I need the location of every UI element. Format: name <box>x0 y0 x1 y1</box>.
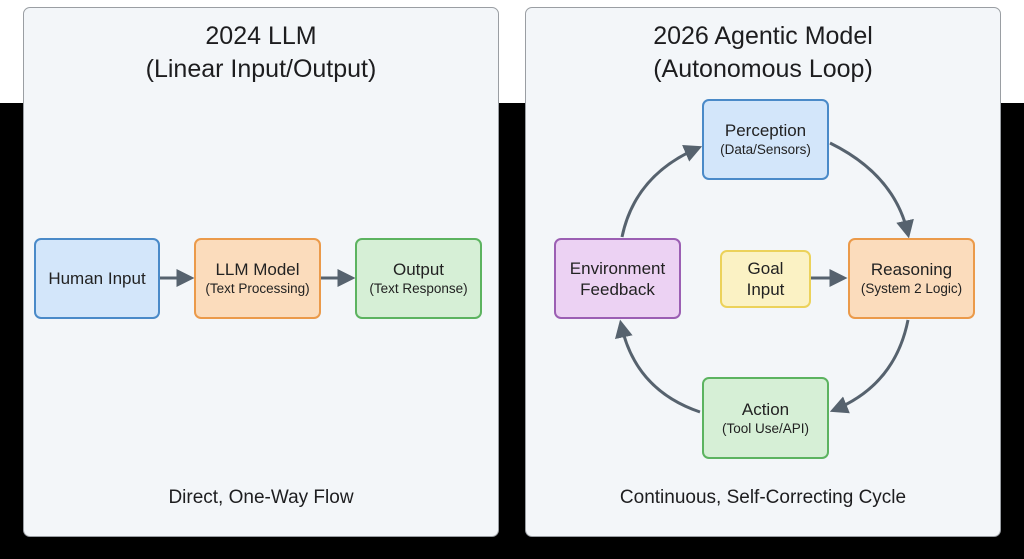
panel-footer: Continuous, Self-Correcting Cycle <box>619 487 907 508</box>
node-action: Action (Tool Use/API) <box>702 377 829 459</box>
node-llm-model: LLM Model (Text Processing) <box>194 238 321 319</box>
node-goal-input: Goal Input <box>720 250 811 308</box>
arrow-environment-to-perception <box>620 145 703 238</box>
panel-footer: Direct, One-Way Flow <box>168 487 354 508</box>
arrow-reasoning-to-action <box>829 319 910 414</box>
panel-title: 2026 Agentic Model(Autonomous Loop) <box>653 22 873 83</box>
panel-title: 2024 LLM(Linear Input/Output) <box>145 22 377 83</box>
node-output: Output (Text Response) <box>355 238 482 319</box>
node-human-input: Human Input <box>34 238 160 319</box>
node-environment-feedback: Environment Feedback <box>554 238 681 319</box>
node-reasoning: Reasoning (System 2 Logic) <box>848 238 975 319</box>
arrow-action-to-environment <box>615 319 701 414</box>
arrow-perception-to-reasoning <box>829 141 914 239</box>
node-perception: Perception (Data/Sensors) <box>702 99 829 180</box>
